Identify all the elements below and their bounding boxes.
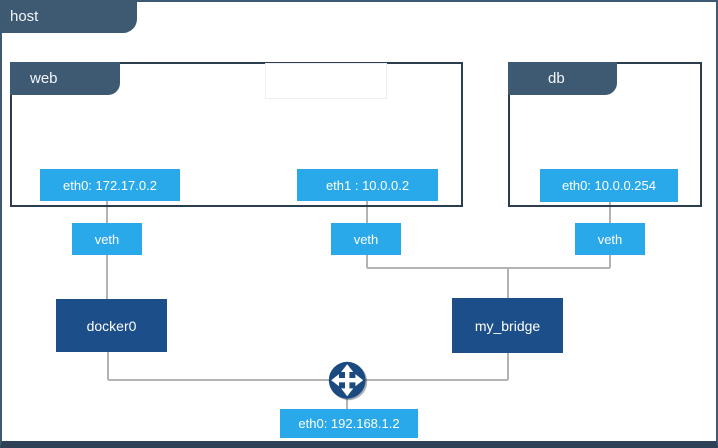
interface-chip-web-eth0: eth0: 172.17.0.2 [40,169,180,201]
host-label: host [10,8,39,25]
interface-chip-host-eth0: eth0: 192.168.1.2 [280,409,418,438]
web-label: web [30,70,58,87]
db-label: db [548,70,565,87]
veth-chip-docker0: veth [72,223,142,255]
container-tab-web: web [10,62,120,95]
faint-empty-box [265,63,387,99]
veth-chip-db-mybridge: veth [575,223,645,255]
interface-chip-db-eth0: eth0: 10.0.0.254 [540,169,678,202]
bridge-node-my-bridge: my_bridge [452,298,563,353]
router-icon [328,361,368,401]
host-tab: host [0,0,137,33]
bridge-node-docker0: docker0 [56,299,167,352]
veth-chip-web-mybridge: veth [331,223,401,255]
container-tab-db: db [508,62,617,95]
interface-chip-web-eth1: eth1 : 10.0.0.2 [297,169,438,201]
